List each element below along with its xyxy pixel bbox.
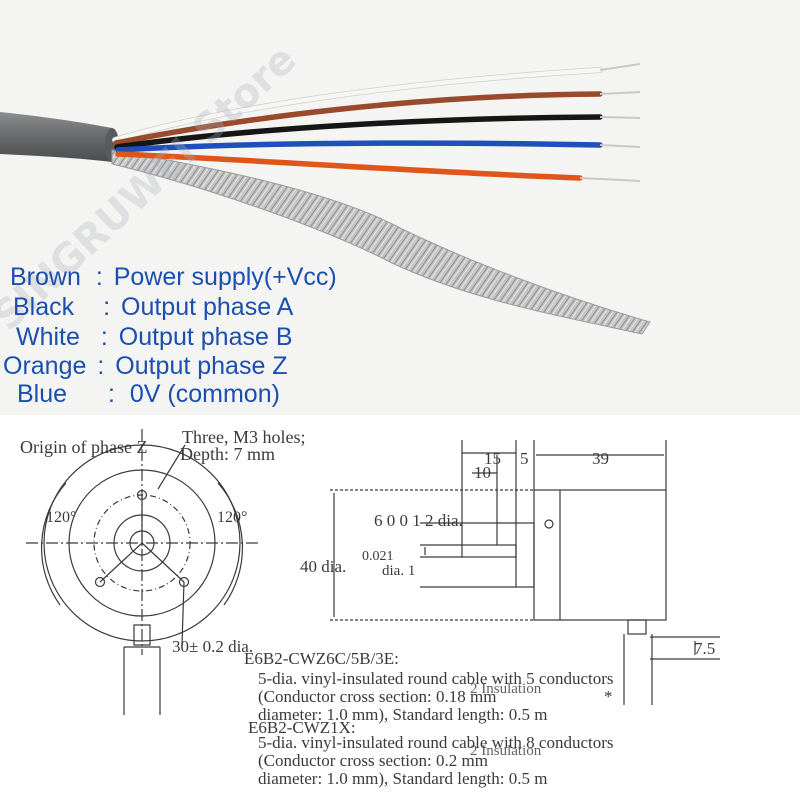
legend-meaning: Output phase B: [118, 323, 293, 351]
legend-color: Brown: [10, 263, 81, 291]
model-1-line-3: diameter: 1.0 mm), Standard length: 0.5 …: [258, 705, 548, 724]
cable-photo: SINGRUWEI Store Brown : Power supply(+Vc…: [0, 0, 800, 415]
legend-row-brown: Brown : Power supply(+Vcc): [10, 263, 337, 291]
legend-sep: :: [100, 323, 108, 351]
angle-left-label: 120°: [46, 509, 77, 526]
wire-blue: [115, 140, 603, 153]
model-2-line-3: diameter: 1.0 mm), Standard length: 0.5 …: [258, 769, 548, 788]
dimension-drawing: Origin of phase Z Three, M3 holes; Depth…: [0, 415, 800, 800]
legend-color: Black: [13, 293, 75, 321]
star-mark: *: [604, 687, 613, 706]
legend-sep: :: [95, 263, 103, 291]
drawing-lines: [26, 429, 720, 715]
encoder-body: [533, 489, 667, 621]
wire-brown: [113, 91, 603, 146]
legend-row-white: White : Output phase B: [16, 323, 293, 351]
shaft-tolerance-label: 0.021: [362, 549, 394, 564]
legend-meaning: Power supply(+Vcc): [113, 263, 337, 291]
wire-black: [114, 114, 603, 150]
origin-of-phase-z-label: Origin of phase Z: [20, 437, 148, 457]
legend-color: White: [16, 323, 80, 351]
legend-meaning: Output phase Z: [115, 352, 288, 380]
model-2-line-1: 5-dia. vinyl-insulated round cable with …: [258, 733, 614, 752]
body-diameter-label: 40 dia.: [300, 557, 347, 576]
dim-10: 10: [474, 463, 491, 482]
shaft-diameter-label: 6 0 0 1 2 dia.: [374, 511, 463, 530]
angle-right-label: 120°: [217, 509, 248, 526]
legend-row-black: Black : Output phase A: [13, 293, 293, 321]
holes-label-line-1: Three, M3 holes;: [182, 427, 306, 447]
dim-5: 5: [520, 449, 529, 468]
model-2-line-2: (Conductor cross section: 0.2 mm: [258, 751, 488, 770]
cable-illustration: [0, 63, 651, 335]
mounting-hole-left: [94, 576, 106, 588]
boss-diameter-label: dia. 1: [382, 563, 416, 579]
legend-color: Blue: [17, 380, 68, 408]
dim-7-5: 7.5: [694, 639, 716, 658]
legend-row-blue: Blue : 0V (common): [17, 380, 280, 408]
braided-shield: [111, 149, 651, 335]
model-1-line-1: 5-dia. vinyl-insulated round cable with …: [258, 669, 614, 688]
holes-label-line-2: Depth: 7 mm: [180, 444, 275, 464]
legend-sep: :: [97, 352, 105, 380]
legend-color: Orange: [3, 352, 87, 380]
dim-15: 15: [484, 449, 501, 468]
legend-meaning: Output phase A: [121, 293, 294, 321]
cable-jacket: [0, 112, 112, 162]
legend-meaning: 0V (common): [129, 380, 280, 408]
legend-sep: :: [103, 293, 111, 321]
wire-orange: [115, 151, 583, 181]
legend-sep: :: [108, 380, 115, 408]
dim-39: 39: [592, 449, 609, 468]
model-1-line-2: (Conductor cross section: 0.18 mm: [258, 687, 497, 706]
model-2-title: E6B2-CWZ1X:: [248, 718, 356, 737]
insulation-label-2: 2 Insulation: [470, 743, 542, 759]
insulation-label-1: 2 Insulation: [470, 681, 542, 697]
bolt-circle-label: 30± 0.2 dia.: [172, 637, 254, 656]
model-1-title: E6B2-CWZ6C/5B/3E:: [244, 649, 399, 668]
legend-row-orange: Orange : Output phase Z: [3, 352, 288, 380]
